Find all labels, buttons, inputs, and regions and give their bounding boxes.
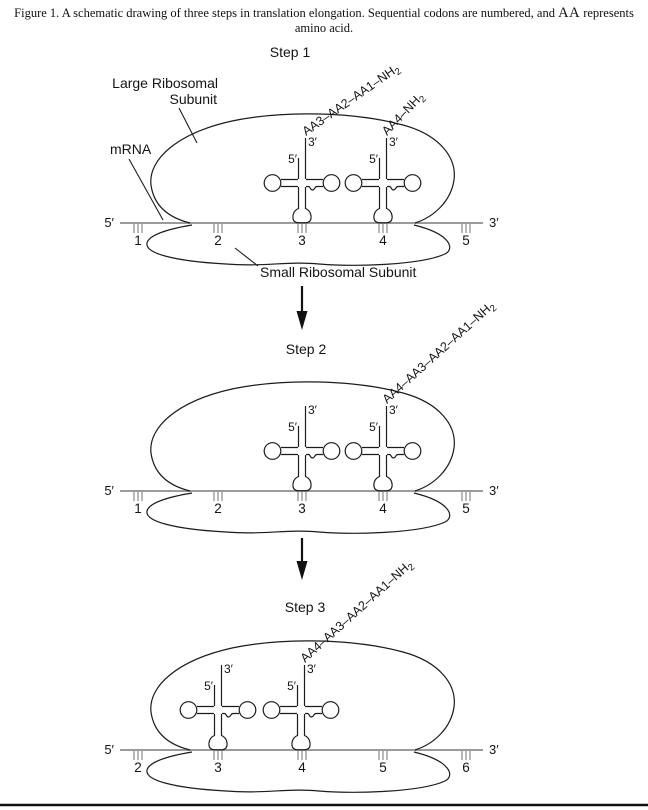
- step-1-group: Step 1 Large Ribosomal Subunit mRNA 5′ 3…: [104, 44, 499, 280]
- small-subunit-label: Small Ribosomal Subunit: [260, 264, 417, 280]
- mrna-pointer-line: [128, 158, 164, 221]
- caption-aa-term: AA: [558, 5, 581, 21]
- trna-5-prime-label: 5′: [288, 420, 298, 434]
- mrna-3-prime-label: 3′: [489, 742, 499, 757]
- trna-3-prime-label: 3′: [389, 403, 399, 417]
- trna-5-prime-label: 5′: [369, 152, 379, 166]
- trna-a-site: [344, 405, 422, 492]
- peptide-chain-label: AA4–AA3–AA2–AA1–NH2: [380, 298, 500, 408]
- codon-number: 4: [298, 760, 306, 775]
- trna-5-prime-label: 5′: [288, 152, 298, 166]
- mrna-3-prime-label: 3′: [489, 215, 499, 230]
- mrna-5-prime-label: 5′: [104, 483, 114, 498]
- codon-number: 5: [462, 233, 470, 248]
- codon-number: 2: [214, 501, 222, 516]
- mrna-3-prime-label: 3′: [489, 483, 499, 498]
- step-title: Step 3: [285, 599, 326, 615]
- mrna-5-prime-label: 5′: [104, 742, 114, 757]
- peptide-chain-label: AA4–NH2: [379, 90, 429, 141]
- trna-3-prime-label: 3′: [224, 662, 234, 676]
- step-2-group: Step 2 5′ 3′ 1 2 3 4 5 5′ 3′ 5′ 3′ AA4–A…: [104, 298, 500, 535]
- trna-a-site: [344, 137, 422, 224]
- codon-number: 4: [379, 233, 387, 248]
- trna-p-site: [263, 137, 341, 224]
- codon-number: 1: [134, 233, 142, 248]
- caption-text-pre: Figure 1. A schematic drawing of three s…: [14, 6, 559, 20]
- mrna-label: mRNA: [110, 141, 152, 157]
- codon-number: 3: [298, 501, 306, 516]
- mrna-5-prime-label: 5′: [104, 215, 114, 230]
- step-title: Step 2: [286, 341, 327, 357]
- trna-e-site: [179, 664, 257, 751]
- codon-number: 3: [214, 760, 222, 775]
- codon-number: 6: [462, 760, 470, 775]
- step-arrow-1: [296, 286, 308, 330]
- large-subunit-label-line2: Subunit: [170, 91, 218, 107]
- step-3-group: Step 3 5′ 3′ 2 3 4 5 6 5′ 3′ 5′ 3′ AA4–A…: [104, 561, 499, 794]
- trna-3-prime-label: 3′: [389, 135, 399, 149]
- step-arrow-2: [296, 538, 308, 580]
- codon-number: 1: [134, 501, 142, 516]
- large-subunit-label-line1: Large Ribosomal: [112, 75, 218, 91]
- trna-5-prime-label: 5′: [369, 420, 379, 434]
- trna-3-prime-label: 3′: [307, 662, 317, 676]
- codon-number: 5: [462, 501, 470, 516]
- codon-number: 2: [134, 760, 142, 775]
- large-subunit-pointer-line: [178, 107, 198, 144]
- codon-number: 4: [379, 501, 387, 516]
- trna-p-site: [263, 405, 341, 492]
- figure-caption: Figure 1. A schematic drawing of three s…: [0, 6, 648, 36]
- step-title: Step 1: [270, 44, 311, 60]
- codon-number: 5: [379, 760, 387, 775]
- caption-line-2: amino acid.: [294, 21, 354, 35]
- caption-line-1: Figure 1. A schematic drawing of three s…: [0, 6, 648, 21]
- trna-5-prime-label: 5′: [287, 679, 297, 693]
- small-subunit-pointer-line: [234, 247, 259, 267]
- codon-number: 3: [298, 233, 306, 248]
- trna-3-prime-label: 3′: [308, 135, 318, 149]
- codon-number: 2: [214, 233, 222, 248]
- trna-5-prime-label: 5′: [204, 679, 214, 693]
- trna-p-site: [262, 664, 340, 751]
- caption-text-post: represents: [580, 6, 634, 20]
- trna-3-prime-label: 3′: [308, 403, 318, 417]
